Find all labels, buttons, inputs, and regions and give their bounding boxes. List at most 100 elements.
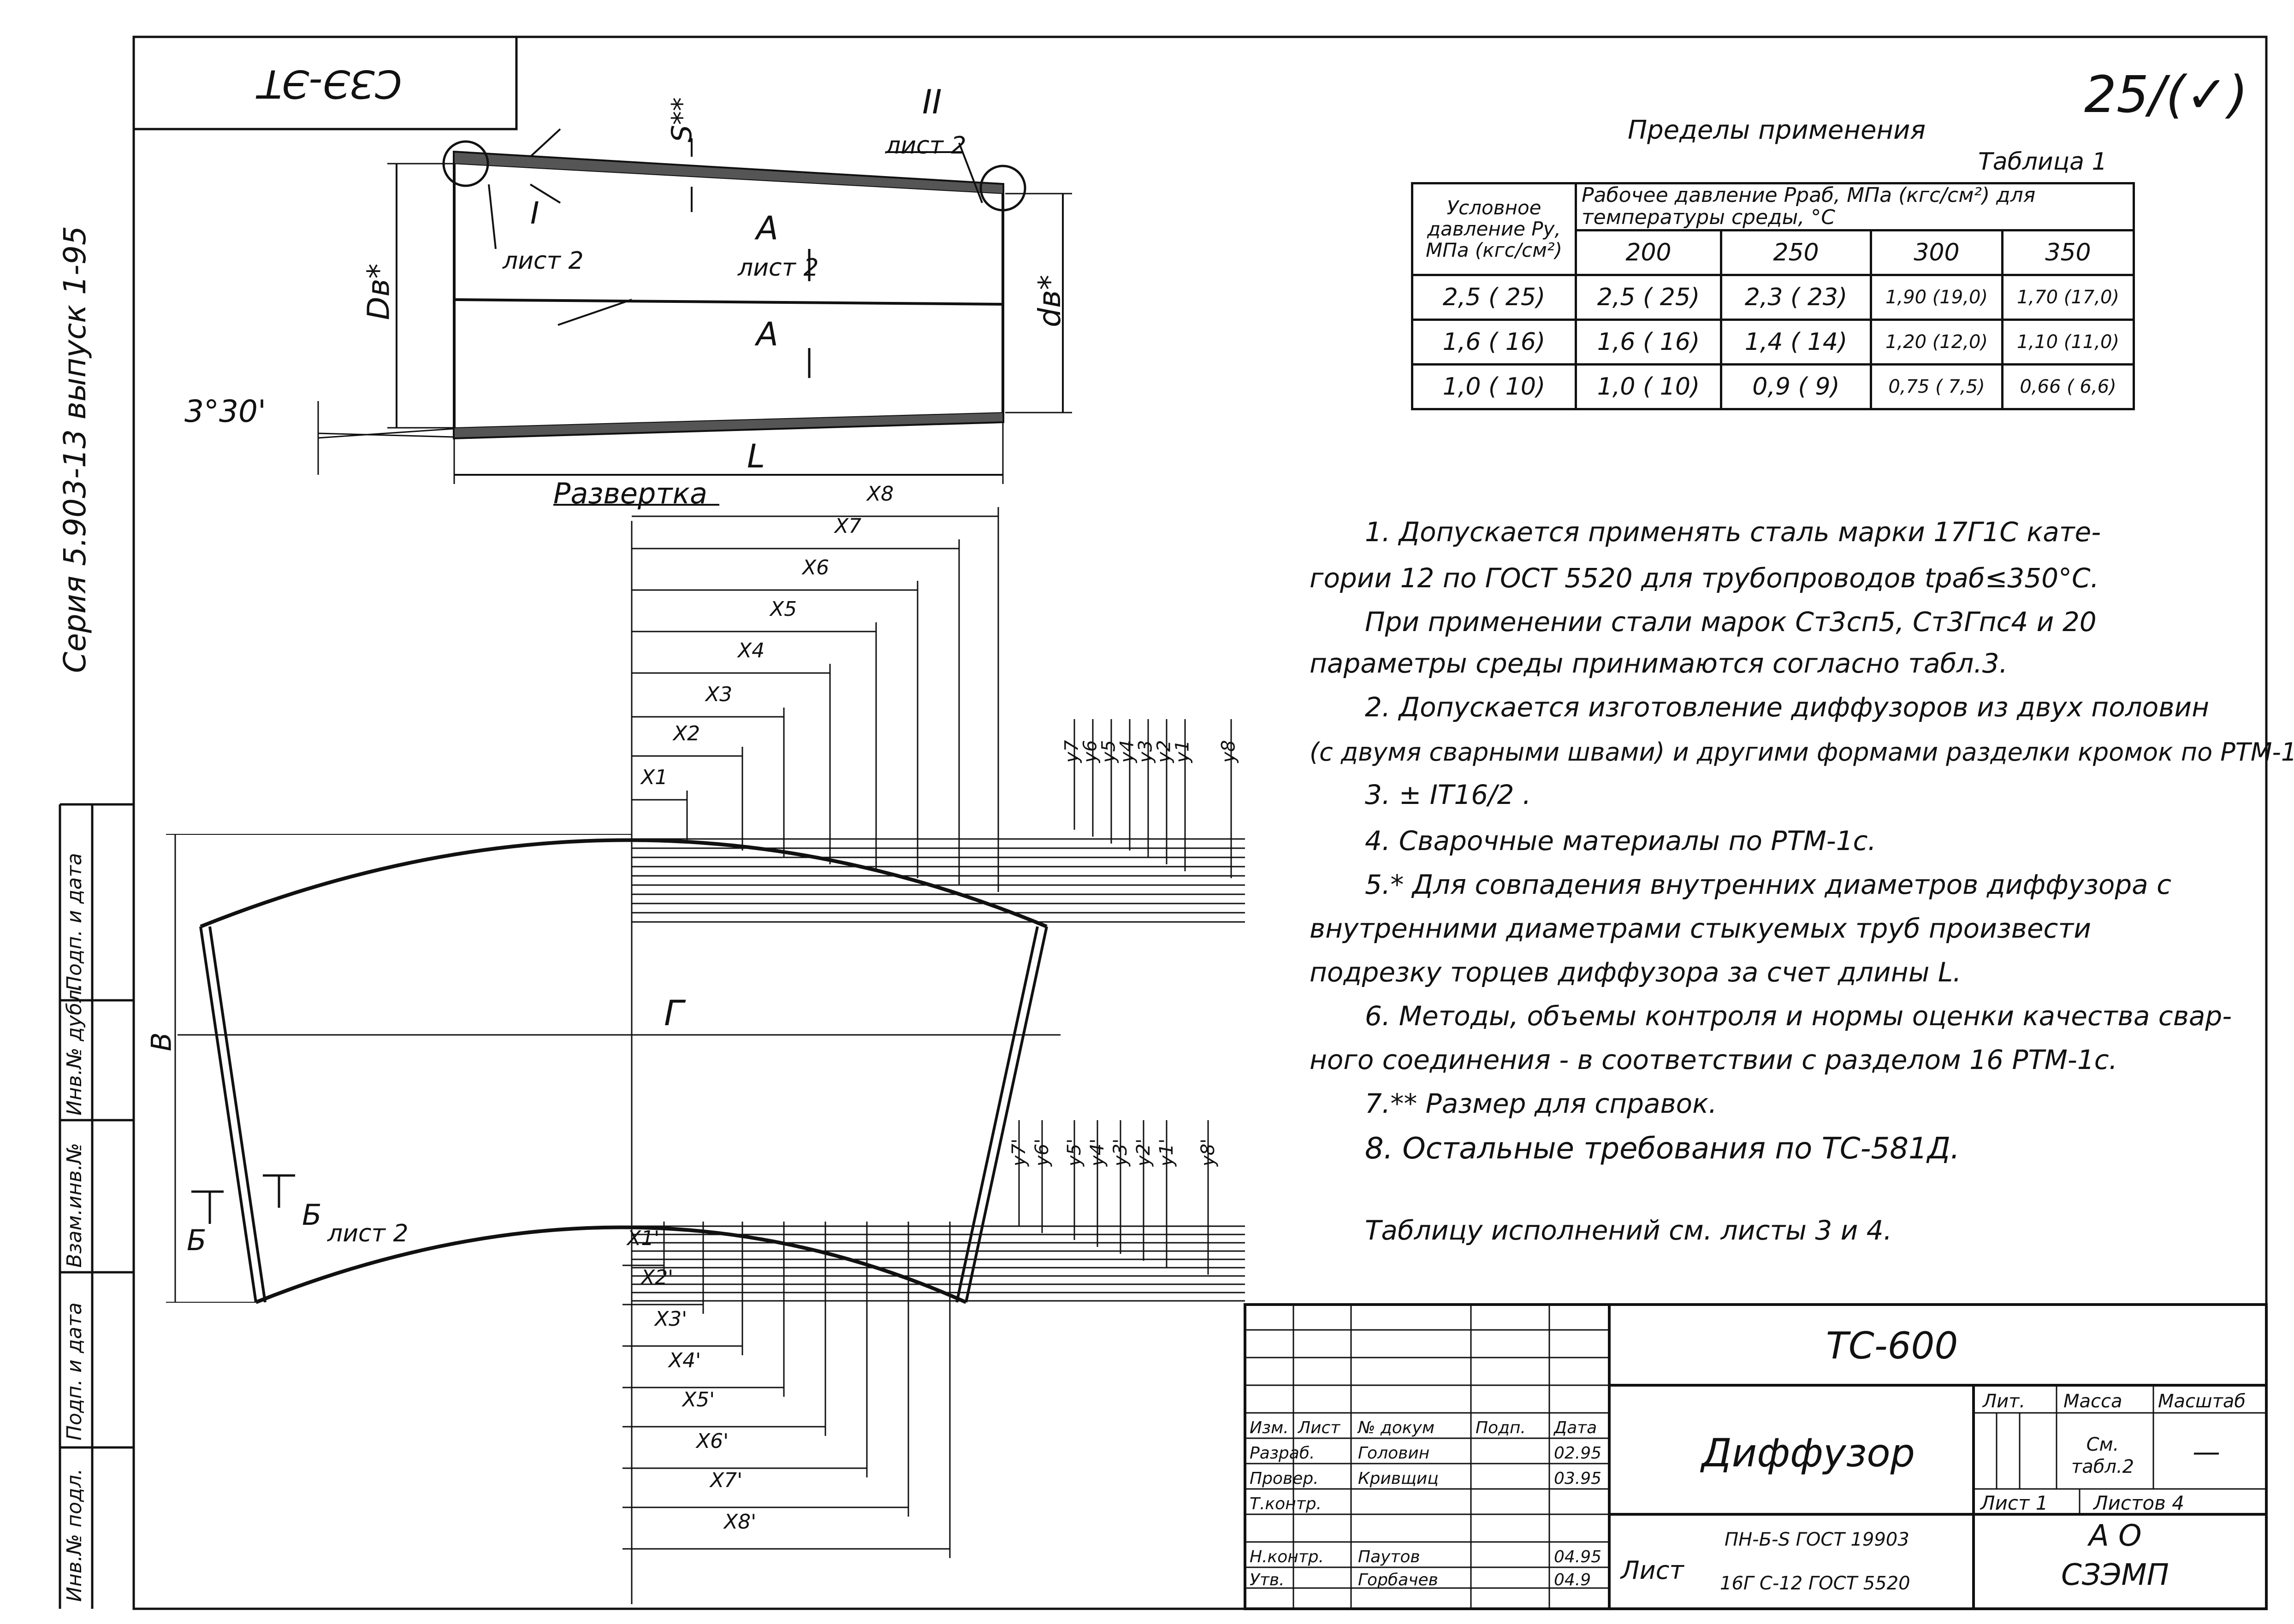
y-top-label: y2 xyxy=(1153,740,1175,763)
tb-name: Головин xyxy=(1358,1444,1430,1463)
g-label: Г xyxy=(664,992,684,1033)
tb-role: Провер. xyxy=(1250,1469,1319,1488)
org-line-2: СЗЭМП xyxy=(2061,1558,2169,1592)
limits-row: 1,0 ( 10) 1,0 ( 10) 0,9 ( 9) 0,75 ( 7,5)… xyxy=(1411,363,2135,410)
limits-cell: 0,9 ( 9) xyxy=(1720,363,1872,410)
limits-cell: 1,10 (11,0) xyxy=(2001,318,2135,366)
note-line: 8. Остальные требования по ТС-581Д. xyxy=(1365,1132,1960,1166)
note-line: 2. Допускается изготовление диффузоров и… xyxy=(1365,691,2210,723)
b-dimension-label: B xyxy=(145,1032,178,1051)
document-code: ТС-600 xyxy=(1826,1324,1958,1367)
tb-role: Н.контр. xyxy=(1250,1547,1324,1566)
x-bottom-label: X8' xyxy=(724,1510,757,1534)
tb-role: Утв. xyxy=(1250,1571,1285,1589)
y-top-label: y5 xyxy=(1098,740,1120,763)
development-title: Развертка xyxy=(553,477,707,510)
x-top-label: X4 xyxy=(738,639,765,662)
tb-col-doc: № докум xyxy=(1358,1418,1435,1437)
x-bottom-label: X6' xyxy=(696,1429,729,1453)
x-top-label: X6 xyxy=(802,556,830,579)
series-label: Серия 5.903-13 выпуск 1-95 xyxy=(57,225,93,673)
tb-role: Разраб. xyxy=(1250,1444,1315,1463)
y-bottom-label: y6' xyxy=(1031,1138,1053,1167)
y-bottom-label: y3' xyxy=(1110,1138,1132,1167)
limits-table: Условное давление Ру, МПа (кгс/см²) Рабо… xyxy=(1411,182,2135,410)
temp-col-350: 350 xyxy=(2001,229,2135,276)
x-bottom-label: X4' xyxy=(669,1349,701,1372)
sheet-count: Листов 4 xyxy=(2093,1492,2184,1514)
limits-table-no: Таблица 1 xyxy=(1978,148,2107,176)
temp-col-250: 250 xyxy=(1720,229,1872,276)
limits-cell: 2,5 ( 25) xyxy=(1575,273,1722,321)
dv-dimension-label: Dв* xyxy=(361,263,397,320)
note-line: 3. ± IT16/2 . xyxy=(1365,779,1531,810)
limits-cell: 1,6 ( 16) xyxy=(1575,318,1722,366)
margin-label: Инв.№ дубл. xyxy=(63,983,86,1116)
tb-date: 04.9 xyxy=(1554,1571,1591,1589)
y-bottom-label: y2' xyxy=(1133,1138,1155,1167)
note-line: внутренними диаметрами стыкуемых труб пр… xyxy=(1310,913,2091,944)
tb-name: Горбачев xyxy=(1358,1571,1438,1589)
margin-label: Инв.№ подл. xyxy=(63,1468,86,1602)
limits-title: Пределы применения xyxy=(1628,115,1926,145)
limits-cell: 2,5 ( 25) xyxy=(1411,273,1577,321)
x-top-label: X5 xyxy=(770,597,797,621)
stamp-code: СЗЭ-ЭТ xyxy=(258,61,402,106)
x-top-label: X3 xyxy=(705,683,733,706)
y-top-label: y7 xyxy=(1061,740,1083,763)
section-b-mark-2: Б xyxy=(302,1198,322,1232)
note-line: гории 12 по ГОСТ 5520 для трубопроводов … xyxy=(1310,562,2099,594)
x-top-label: X1 xyxy=(641,766,668,789)
margin-label: Подп. и дата xyxy=(63,853,86,991)
y-bottom-label: y5' xyxy=(1064,1138,1085,1167)
note-line: подрезку торцев диффузора за счет длины … xyxy=(1310,957,1962,988)
s-dimension-label: S** xyxy=(666,97,699,143)
note-line: 5.* Для совпадения внутренних диаметров … xyxy=(1365,869,2172,900)
tb-date: 04.95 xyxy=(1554,1547,1602,1566)
view-ii-mark: II xyxy=(922,83,942,121)
y-bottom-label: y8' xyxy=(1197,1138,1219,1167)
y-top-label: y6 xyxy=(1079,740,1101,763)
note-line: параметры среды принимаются согласно таб… xyxy=(1310,648,2008,679)
margin-label: Подп. и дата xyxy=(63,1302,86,1441)
document-name: Диффузор xyxy=(1701,1430,1915,1476)
tb-date: 03.95 xyxy=(1554,1469,1602,1488)
tb-col-list: Лист xyxy=(1298,1418,1340,1437)
limits-cell: 1,0 ( 10) xyxy=(1575,363,1722,410)
note-line: 6. Методы, объемы контроля и нормы оценк… xyxy=(1365,1000,2232,1032)
tb-name: Паутов xyxy=(1358,1547,1420,1566)
y-top-label: y8 xyxy=(1218,740,1239,763)
limits-row: 2,5 ( 25) 2,5 ( 25) 2,3 ( 23) 1,90 (19,0… xyxy=(1411,273,2135,321)
x-bottom-label: X3' xyxy=(655,1307,688,1331)
y-top-label: y3 xyxy=(1135,740,1156,763)
tb-role: Т.контр. xyxy=(1250,1494,1322,1513)
section-a-mark: A xyxy=(756,209,778,247)
limits-cell: 0,75 ( 7,5) xyxy=(1870,363,2004,410)
note-line: (с двумя сварными швами) и другими форма… xyxy=(1310,738,2294,767)
sheet-frame xyxy=(132,35,2268,1610)
view-i-mark: I xyxy=(530,195,539,231)
scale-value: — xyxy=(2193,1436,2220,1468)
length-label: L xyxy=(747,437,765,475)
x-top-label: X7 xyxy=(835,514,862,538)
view-ii-sheet: лист 2 xyxy=(885,132,966,159)
limits-row: 1,6 ( 16) 1,6 ( 16) 1,4 ( 14) 1,20 (12,0… xyxy=(1411,318,2135,366)
view-i-sheet: лист 2 xyxy=(503,247,584,275)
limits-cell: 1,70 (17,0) xyxy=(2001,273,2135,321)
limits-cell: 1,90 (19,0) xyxy=(1870,273,2004,321)
y-bottom-label: y1' xyxy=(1156,1138,1178,1167)
margin-label: Взам.инв.№ xyxy=(63,1143,86,1268)
note-line: 1. Допускается применять сталь марки 17Г… xyxy=(1365,516,2101,548)
lit-label: Лит. xyxy=(1983,1391,2026,1412)
x-bottom-label: X1' xyxy=(627,1227,660,1250)
note-line: Таблицу исполнений см. листы 3 и 4. xyxy=(1365,1215,1892,1246)
note-line: При применении стали марок Ст3сп5, Ст3Гп… xyxy=(1365,606,2097,638)
tb-col-date: Дата xyxy=(1554,1418,1597,1437)
limits-col1-header: Условное давление Ру, МПа (кгс/см²) xyxy=(1411,182,1577,276)
margin-strip xyxy=(59,803,134,1609)
limits-cell: 0,66 ( 6,6) xyxy=(2001,363,2135,410)
y-top-label: y4 xyxy=(1116,740,1138,763)
limits-cell: 2,3 ( 23) xyxy=(1720,273,1872,321)
